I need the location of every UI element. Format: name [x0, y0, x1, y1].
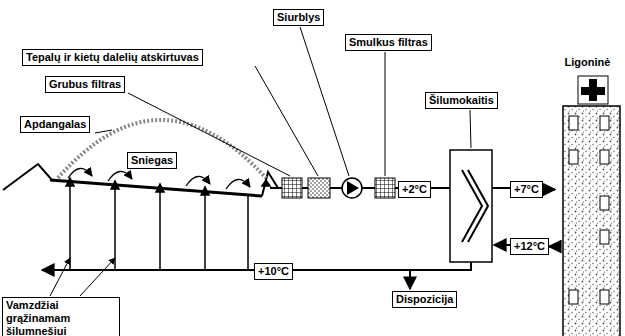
disposal-arrow [409, 270, 411, 289]
temperature-box: +10°C [254, 263, 293, 280]
callout-label: Vamzdžiai grąžinamam šilumnešiui [2, 297, 120, 336]
cross-sign [578, 76, 608, 104]
exchanger-coil [468, 170, 488, 242]
coarse-filter [282, 178, 302, 198]
label-text: +2°C [402, 183, 427, 196]
label-text: Siurblys [277, 11, 320, 24]
exchanger-coil [462, 170, 482, 242]
label-text: Ligoninė [563, 56, 613, 69]
temperature-box: +2°C [398, 181, 431, 198]
label-text: Grubus filtras [49, 78, 121, 91]
callout-label: Sniegas [127, 152, 177, 169]
callout-label: Grubus filtras [45, 76, 125, 93]
hot-pipe [492, 187, 510, 189]
callout-label: Smulkus filtras [345, 34, 432, 51]
label-text: +7°C [514, 183, 539, 196]
pit-wall [262, 172, 278, 196]
label-text: Sniegas [131, 154, 173, 167]
heat-exchanger [450, 150, 492, 262]
fine-filter [375, 178, 395, 198]
return-hot-pipe [494, 244, 510, 246]
label-text: Dispozicija [396, 293, 453, 306]
label-text: Vamzdžiai grąžinamam šilumnešiui [6, 299, 116, 336]
callout-label: Dispozicija [392, 291, 457, 308]
callout-label: Tepalų ir kietų dalelių atskirtuvas [22, 49, 203, 66]
label-text: +12°C [514, 240, 545, 253]
callout-label: Šilumokaitis [425, 92, 498, 109]
pipe-connector [543, 189, 555, 191]
callout-label: Siurblys [273, 9, 324, 26]
pump [342, 178, 362, 198]
label-text: Šilumokaitis [429, 94, 494, 107]
red-cross [581, 79, 605, 101]
label-text: Apdangalas [24, 118, 86, 131]
label-text: +10°C [258, 265, 289, 278]
drain-pipes [66, 178, 270, 270]
label-text: Tepalų ir kietų dalelių atskirtuvas [26, 51, 199, 64]
ground-line [3, 164, 52, 190]
oil-separator [308, 178, 330, 198]
pit-floor [50, 180, 262, 196]
hospital-building [563, 106, 620, 336]
temperature-box: +7°C [510, 181, 543, 198]
hospital-node: Ligoninė [555, 56, 620, 336]
callout-label: Apdangalas [20, 116, 90, 133]
hospital-windows [569, 116, 609, 304]
pump-triangle [347, 181, 359, 195]
leader-lines [50, 27, 471, 296]
temperature-box: +12°C [510, 238, 549, 255]
label-text: Smulkus filtras [349, 36, 428, 49]
pipe-connector [549, 246, 555, 248]
